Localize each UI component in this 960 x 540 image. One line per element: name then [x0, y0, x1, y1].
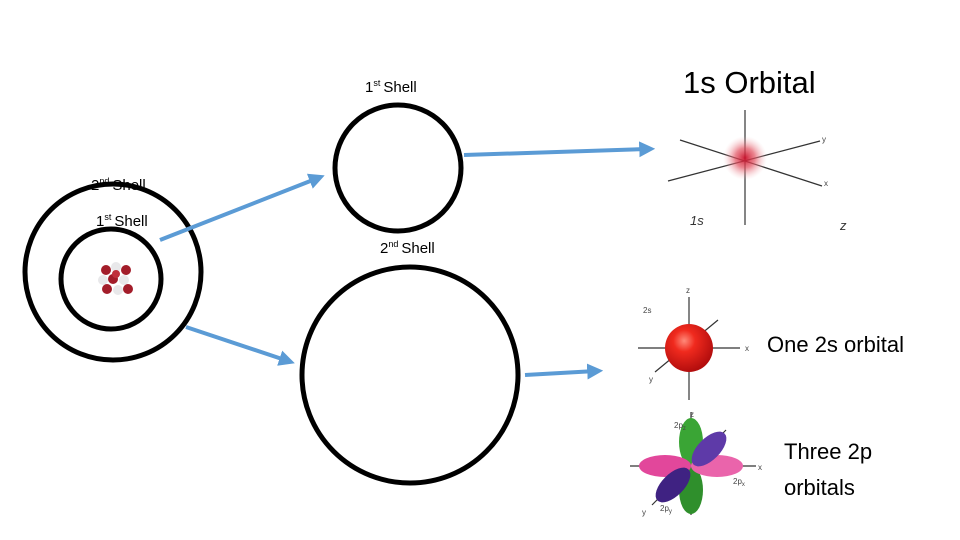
second-shell-circle — [299, 264, 521, 486]
arrow-to-2s-2p-orbitals — [524, 363, 604, 380]
axis-y-label-2s: y — [649, 375, 653, 384]
arrow-to-1s-orbital — [463, 141, 656, 158]
label-2py: 2py — [660, 504, 672, 515]
orbital-2py-lobe-back — [691, 431, 727, 467]
axis-y-label-1s: y — [822, 135, 826, 144]
axis-z-label-2p: z — [690, 410, 694, 419]
axis-x-label-1s: x — [824, 179, 828, 188]
orbital-2s-sphere — [665, 324, 713, 372]
axis-y-label-2p: y — [642, 508, 646, 517]
first-shell-circle — [332, 102, 464, 234]
orbital-1s-title: 1s Orbital — [683, 65, 816, 100]
axis-x-label-2s: x — [745, 344, 749, 353]
arrow-to-first-shell — [159, 173, 325, 242]
orbital-2py-lobe-front — [655, 467, 691, 503]
orbital-2p-text-line2: orbitals — [784, 475, 855, 500]
arrows — [159, 141, 656, 380]
arrow-to-second-shell — [185, 325, 295, 366]
label-2px: 2px — [733, 477, 745, 488]
orbital-1s-cloud — [723, 136, 767, 180]
axis-z-label-1s: z — [839, 218, 847, 233]
label-2pz: 2pz — [674, 421, 686, 432]
axis-x-label-2p: x — [758, 463, 762, 472]
atom-inner-shell — [58, 226, 164, 332]
atom-outer-shell — [22, 181, 204, 363]
orbital-1s-name: 1s — [690, 213, 704, 228]
orbital-2s-name: 2s — [643, 306, 651, 315]
axis-z-label-2s: z — [686, 286, 690, 295]
nucleus — [98, 262, 133, 295]
orbital-2p-text-line1: Three 2p — [784, 439, 873, 464]
orbital-2s-text: One 2s orbital — [767, 332, 904, 357]
